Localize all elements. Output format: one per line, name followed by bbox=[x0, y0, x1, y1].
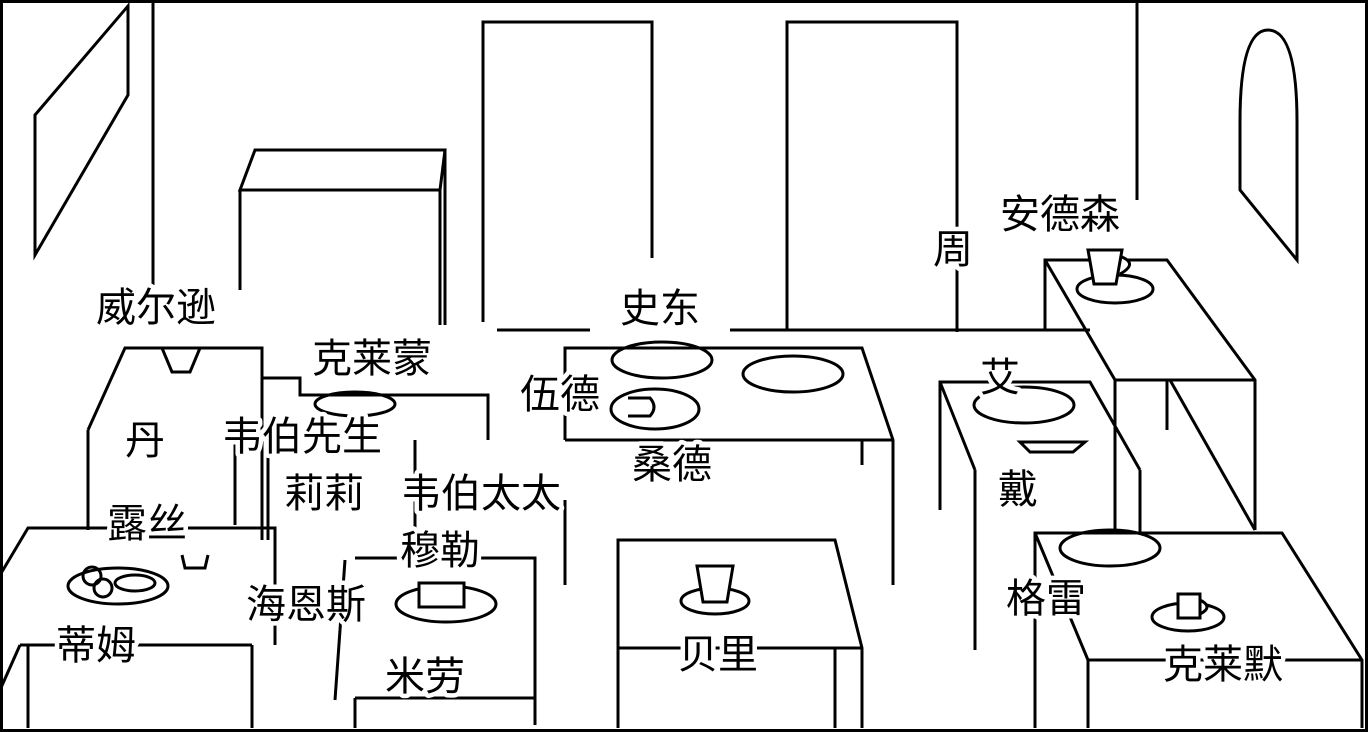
label-mr-weber: 韦伯先生 bbox=[222, 414, 382, 460]
food-icon bbox=[113, 573, 157, 593]
food-icon bbox=[417, 581, 466, 609]
label-tim: 蒂姆 bbox=[56, 623, 136, 669]
label-milao: 米劳 bbox=[385, 654, 465, 700]
napkin-icon bbox=[180, 554, 210, 570]
door-1 bbox=[481, 20, 654, 322]
cup-icon bbox=[1086, 248, 1131, 286]
table-left bbox=[86, 346, 264, 540]
name-labels: 安德森 周 威尔逊 史东 克莱蒙 艾 伍德 丹 韦伯先生 桑德 莉莉 韦伯太太 … bbox=[52, 188, 1288, 705]
plate-icon bbox=[610, 340, 714, 380]
label-wilson: 威尔逊 bbox=[96, 285, 216, 331]
label-lili: 莉莉 bbox=[284, 471, 364, 517]
arched-window bbox=[1238, 28, 1299, 265]
label-sander: 桑德 bbox=[632, 442, 712, 488]
label-dai: 戴 bbox=[998, 467, 1038, 513]
plate-icon bbox=[741, 354, 845, 394]
table-tim bbox=[0, 526, 277, 728]
label-ai: 艾 bbox=[980, 355, 1020, 401]
label-rose: 露丝 bbox=[107, 501, 187, 547]
bowl-icon bbox=[1016, 440, 1090, 454]
label-clemo: 克莱默 bbox=[1163, 642, 1283, 688]
table-muller bbox=[333, 500, 567, 725]
label-shidong: 史东 bbox=[620, 286, 700, 332]
plate-icon bbox=[1058, 528, 1162, 568]
label-zhou: 周 bbox=[933, 227, 973, 273]
label-haines: 海恩斯 bbox=[246, 582, 366, 628]
label-mrs-weber: 韦伯太太 bbox=[401, 471, 561, 517]
label-dan: 丹 bbox=[125, 418, 165, 464]
table-anderson bbox=[1043, 248, 1257, 531]
label-berry: 贝里 bbox=[678, 632, 758, 678]
plate-icon bbox=[313, 390, 397, 418]
label-anderson: 安德森 bbox=[1000, 192, 1120, 238]
left-window bbox=[33, 1, 130, 261]
label-wude: 伍德 bbox=[520, 372, 600, 418]
table-milao bbox=[353, 696, 535, 728]
table-center bbox=[563, 340, 895, 585]
table-grey bbox=[1033, 528, 1364, 728]
cup-icon bbox=[1176, 592, 1209, 620]
napkin-icon bbox=[160, 347, 202, 374]
back-wall bbox=[33, 1, 1299, 332]
table-berry bbox=[616, 538, 864, 728]
food-icon bbox=[81, 565, 103, 587]
door-2 bbox=[785, 20, 959, 332]
cup-icon bbox=[695, 564, 735, 604]
plate-icon bbox=[972, 385, 1076, 425]
cup-icon bbox=[628, 396, 656, 418]
table-weber bbox=[262, 376, 490, 540]
label-grey: 格雷 bbox=[1006, 576, 1086, 622]
cabinet bbox=[237, 148, 447, 325]
table-dai bbox=[938, 380, 1142, 650]
plate-icon bbox=[66, 566, 170, 606]
label-clemont: 克莱蒙 bbox=[312, 336, 432, 382]
label-muller: 穆勒 bbox=[400, 528, 480, 574]
food-icon bbox=[92, 577, 114, 599]
plate-icon bbox=[609, 387, 701, 431]
